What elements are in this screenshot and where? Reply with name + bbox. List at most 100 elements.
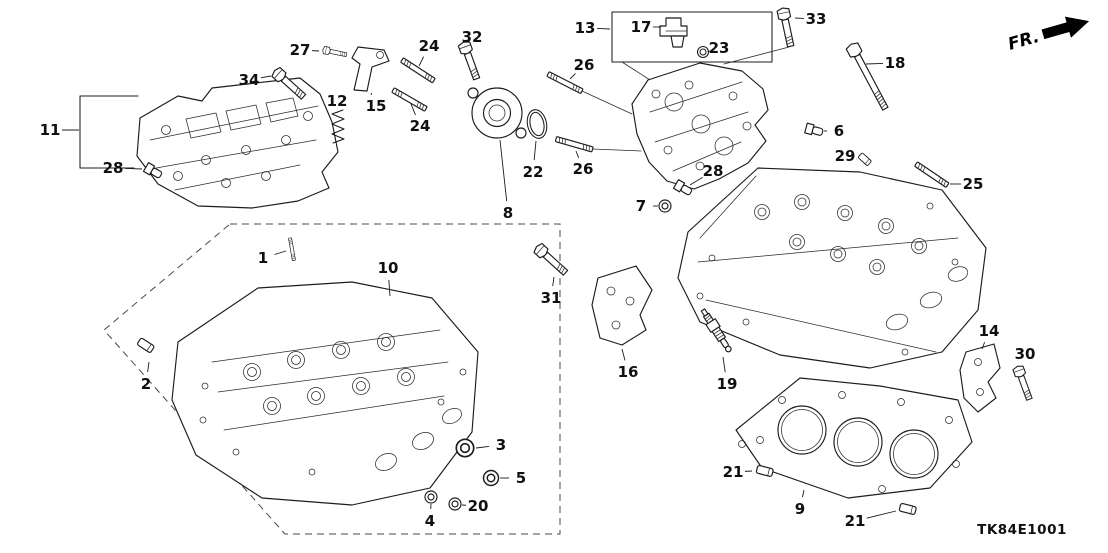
callout-number: 2	[141, 375, 151, 393]
leader-line	[388, 279, 391, 297]
part-29-pin	[857, 152, 873, 167]
callout-21: 21	[723, 463, 753, 481]
part-32-bolt	[457, 39, 483, 82]
callout-number: 21	[723, 463, 744, 481]
leader-line	[147, 361, 150, 373]
part-14-bracket	[959, 343, 1001, 413]
callout-11: 11	[40, 121, 79, 139]
callout-8: 8	[499, 139, 513, 222]
part-21-dowel-lower	[898, 502, 918, 516]
callout-number: 22	[523, 163, 544, 181]
callout-number: 32	[462, 28, 483, 46]
callout-3: 3	[475, 436, 506, 454]
leader-line	[575, 150, 580, 158]
callout-number: 24	[410, 117, 431, 135]
callout-19: 19	[717, 356, 738, 393]
fr-label: FR.	[1006, 27, 1042, 55]
callout-4: 4	[425, 503, 435, 530]
callout-number: 24	[419, 37, 440, 55]
callout-22: 22	[523, 140, 544, 181]
callout-10: 10	[378, 259, 399, 297]
part-33-bolt	[776, 6, 798, 49]
callout-number: 9	[795, 500, 805, 518]
callout-number: 11	[40, 121, 61, 139]
callout-1: 1	[258, 249, 287, 267]
part-27-bolt	[321, 45, 348, 59]
callout-16: 16	[618, 348, 639, 381]
part-1-stud	[288, 237, 296, 262]
install-line-33	[723, 46, 790, 65]
part-22-o-ring	[526, 109, 548, 139]
part-12-spring	[331, 109, 345, 144]
callout-number: 18	[885, 54, 906, 72]
callout-number: 5	[516, 469, 526, 487]
callout-number: 16	[618, 363, 639, 381]
callout-21: 21	[845, 510, 897, 530]
leader-line	[274, 250, 287, 255]
diagram-code: TK84E1001	[977, 522, 1067, 538]
fr-direction-indicator: FR.	[1006, 16, 1090, 55]
callout-31: 31	[541, 276, 562, 307]
leader-line	[722, 356, 726, 373]
callout-number: 3	[496, 436, 506, 454]
fr-arrow-icon	[1041, 16, 1090, 40]
callout-number: 26	[574, 56, 595, 74]
solenoid-assembly-art	[631, 62, 769, 190]
callout-number: 23	[709, 39, 730, 57]
leader-line	[569, 73, 576, 80]
rocker-arm-assembly-art	[136, 77, 339, 209]
install-line-26	[581, 90, 642, 152]
callout-number: 19	[717, 375, 738, 393]
part-18-bolt	[844, 40, 892, 113]
callout-11-bracket	[79, 95, 139, 169]
part-24-stud-upper	[400, 57, 436, 84]
callout-24: 24	[410, 103, 431, 135]
leader-line	[418, 56, 425, 67]
part-17-sensor	[659, 17, 688, 48]
callout-5: 5	[500, 469, 526, 487]
callout-20: 20	[461, 497, 488, 515]
callout-12: 12	[327, 92, 348, 113]
callout-number: 12	[327, 92, 348, 110]
leader-line	[260, 75, 272, 79]
rear-cylinder-head-art	[677, 167, 987, 369]
part-4-washer	[424, 490, 438, 504]
callout-34: 34	[239, 71, 272, 89]
callout-13: 13	[575, 19, 611, 37]
callout-number: 10	[378, 259, 399, 277]
callout-23: 23	[707, 39, 730, 57]
leader-line	[124, 167, 143, 170]
part-7-grommet	[658, 199, 672, 213]
callout-number: 4	[425, 512, 435, 530]
sensor-box-outline	[611, 11, 773, 81]
callout-29: 29	[835, 147, 858, 165]
callout-number: 15	[366, 97, 387, 115]
callout-33: 33	[794, 10, 826, 28]
callout-24: 24	[418, 37, 440, 67]
callout-number: 29	[835, 147, 856, 165]
callout-number: 14	[979, 322, 1000, 340]
callout-number: 31	[541, 289, 562, 307]
callout-7: 7	[636, 197, 658, 215]
callout-number: 21	[845, 512, 866, 530]
callout-25: 25	[950, 175, 983, 193]
callout-32: 32	[462, 28, 483, 48]
callout-layer: 1234567891011121314151617181920212122232…	[40, 10, 1036, 530]
callout-number: 28	[103, 159, 124, 177]
callout-28: 28	[689, 162, 723, 186]
callout-number: 13	[575, 19, 596, 37]
callout-number: 6	[834, 122, 844, 140]
leader-line	[370, 92, 373, 95]
part-20-washer	[448, 497, 462, 511]
callout-number: 7	[636, 197, 646, 215]
callout-9: 9	[795, 489, 805, 518]
part-31-bolt	[531, 241, 571, 278]
part-16-bracket	[591, 265, 653, 346]
leader-line	[621, 348, 626, 361]
leader-line	[596, 28, 611, 30]
front-cylinder-head-art	[171, 281, 479, 506]
leader-line	[552, 276, 555, 287]
leader-line	[475, 445, 490, 449]
